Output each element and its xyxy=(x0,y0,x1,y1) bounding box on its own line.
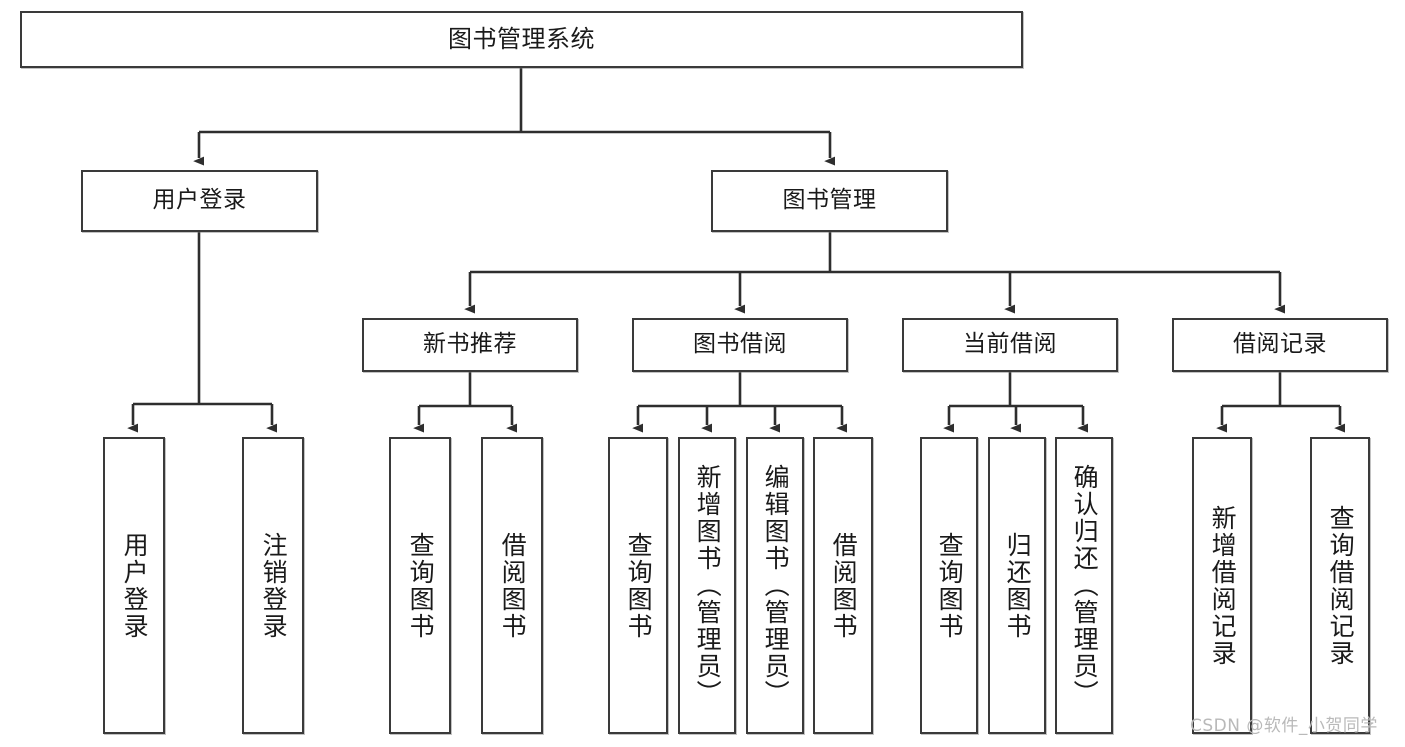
node-leaf-query-book-2[interactable]: 查询图书 xyxy=(608,437,668,734)
node-leaf-query-book-3-label: 查询图书 xyxy=(935,531,965,640)
node-borrow-record-label: 借阅记录 xyxy=(1233,331,1327,358)
node-leaf-borrow-book-1-label: 借阅图书 xyxy=(498,531,528,640)
node-user-login-label: 用户登录 xyxy=(152,187,247,214)
node-leaf-confirm-return[interactable]: 确认归还（管理员） xyxy=(1055,437,1113,734)
node-leaf-query-book-1[interactable]: 查询图书 xyxy=(389,437,451,734)
node-user-login[interactable]: 用户登录 xyxy=(81,170,318,232)
node-leaf-confirm-return-label: 确认归还（管理员） xyxy=(1070,464,1100,707)
node-current-borrow-label: 当前借阅 xyxy=(963,331,1057,358)
node-borrow-record[interactable]: 借阅记录 xyxy=(1172,318,1388,372)
node-leaf-edit-book[interactable]: 编辑图书（管理员） xyxy=(746,437,804,734)
node-leaf-user-login[interactable]: 用户登录 xyxy=(103,437,165,734)
node-leaf-query-borrow-record[interactable]: 查询借阅记录 xyxy=(1310,437,1370,734)
node-leaf-borrow-book-2-label: 借阅图书 xyxy=(829,531,859,640)
node-leaf-add-borrow-record-label: 新增借阅记录 xyxy=(1208,504,1238,667)
node-leaf-borrow-book-1[interactable]: 借阅图书 xyxy=(481,437,543,734)
watermark: CSDN @软件_小贺同学 xyxy=(1190,716,1378,736)
node-leaf-edit-book-label: 编辑图书（管理员） xyxy=(761,464,791,707)
node-book-management[interactable]: 图书管理 xyxy=(711,170,948,232)
node-leaf-add-borrow-record[interactable]: 新增借阅记录 xyxy=(1192,437,1252,734)
node-leaf-logout-login[interactable]: 注销登录 xyxy=(242,437,304,734)
node-leaf-return-book-label: 归还图书 xyxy=(1003,531,1033,640)
node-root-label: 图书管理系统 xyxy=(448,25,595,54)
node-book-management-label: 图书管理 xyxy=(782,187,877,214)
node-leaf-logout-login-label: 注销登录 xyxy=(259,531,289,640)
node-current-borrow[interactable]: 当前借阅 xyxy=(902,318,1118,372)
node-leaf-add-book-label: 新增图书（管理员） xyxy=(693,464,723,707)
node-book-borrow[interactable]: 图书借阅 xyxy=(632,318,848,372)
node-leaf-query-book-1-label: 查询图书 xyxy=(406,531,436,640)
node-leaf-add-book[interactable]: 新增图书（管理员） xyxy=(678,437,736,734)
node-leaf-return-book[interactable]: 归还图书 xyxy=(988,437,1046,734)
node-new-book-recommend-label: 新书推荐 xyxy=(423,331,517,358)
node-leaf-query-book-2-label: 查询图书 xyxy=(624,531,654,640)
node-new-book-recommend[interactable]: 新书推荐 xyxy=(362,318,578,372)
node-leaf-query-borrow-record-label: 查询借阅记录 xyxy=(1326,504,1356,667)
node-leaf-borrow-book-2[interactable]: 借阅图书 xyxy=(813,437,873,734)
node-root[interactable]: 图书管理系统 xyxy=(20,11,1023,68)
node-leaf-query-book-3[interactable]: 查询图书 xyxy=(920,437,978,734)
node-book-borrow-label: 图书借阅 xyxy=(693,331,787,358)
node-leaf-user-login-label: 用户登录 xyxy=(120,531,150,640)
